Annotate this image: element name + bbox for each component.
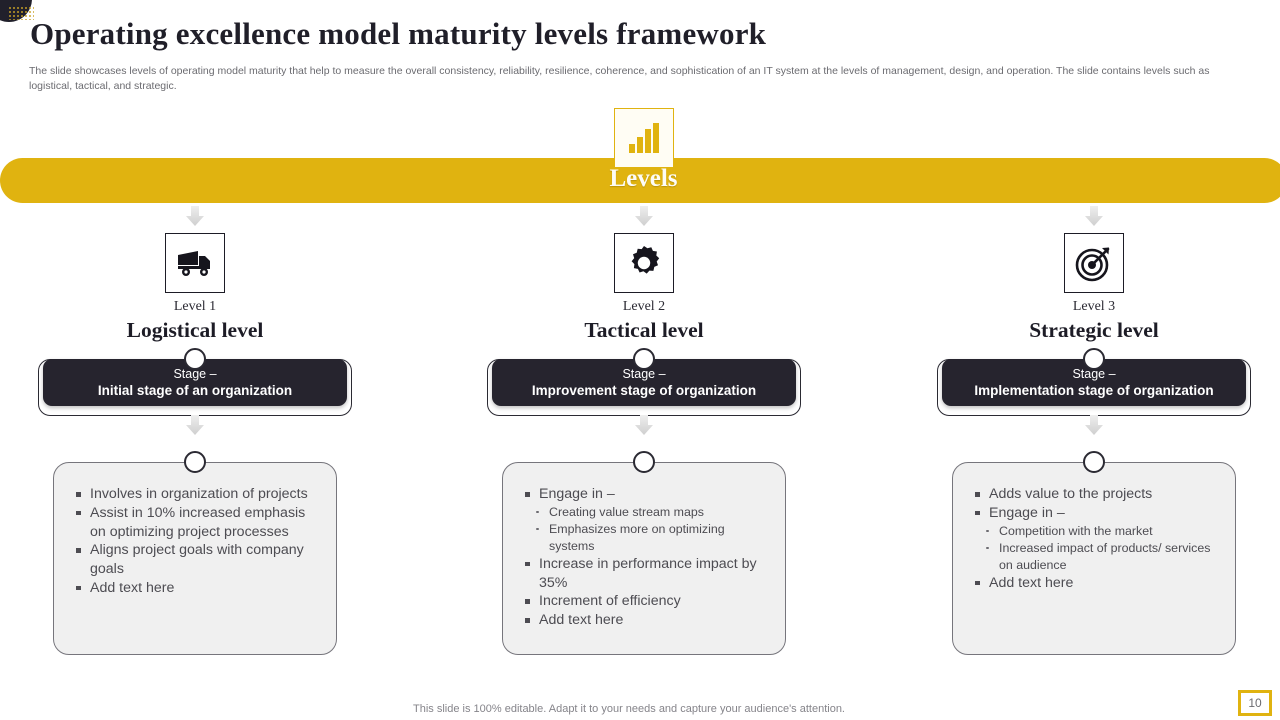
bullet-item: Add text here <box>975 574 1221 593</box>
bullet-item: Aligns project goals with company goals <box>76 541 322 579</box>
stage-value: Initial stage of an organization <box>97 382 293 398</box>
bullets-connector-knob <box>1083 451 1105 473</box>
stage-connector-knob <box>184 348 206 370</box>
truck-icon <box>165 233 225 293</box>
bullet-item: Add text here <box>525 611 771 630</box>
footer-note: This slide is 100% editable. Adapt it to… <box>413 703 845 715</box>
bullet-item: Involves in organization of projects <box>76 485 322 504</box>
stage-label: Stage – <box>622 366 666 381</box>
bullets-connector-knob <box>633 451 655 473</box>
corner-blob-shape <box>0 0 32 22</box>
down-arrow-icon <box>1083 205 1105 227</box>
level-number-label: Level 2 <box>622 299 666 314</box>
sub-bullet-item: Increased impact of products/ services o… <box>985 540 1221 574</box>
sub-bullet-item: Competition with the market <box>985 523 1221 540</box>
level-number-label: Level 1 <box>173 299 217 314</box>
sub-bullet-item: Emphasizes more on optimizing systems <box>535 521 771 555</box>
stage-card[interactable]: Stage –Initial stage of an organization <box>38 348 352 416</box>
bullet-item: Increase in performance impact by 35% <box>525 555 771 593</box>
page-title: Operating excellence model maturity leve… <box>30 16 767 51</box>
stage-card[interactable]: Stage –Improvement stage of organization <box>487 348 801 416</box>
page-subtitle: The slide showcases levels of operating … <box>29 65 1210 92</box>
sub-bullet-item: Creating value stream maps <box>535 504 771 521</box>
page-number-badge: 10 <box>1238 690 1272 716</box>
bar-chart-icon <box>614 108 674 168</box>
down-arrow-icon <box>633 205 655 227</box>
stage-label: Stage – <box>173 366 217 381</box>
stage-value: Improvement stage of organization <box>531 382 757 398</box>
stage-value: Implementation stage of organization <box>974 382 1214 398</box>
stage-label: Stage – <box>1072 366 1116 381</box>
target-icon <box>1064 233 1124 293</box>
stage-connector-knob <box>1083 348 1105 370</box>
down-arrow-icon <box>184 414 206 436</box>
gear-icon <box>614 233 674 293</box>
down-arrow-icon <box>633 414 655 436</box>
down-arrow-icon <box>184 205 206 227</box>
bullet-item: Adds value to the projects <box>975 485 1221 504</box>
bullet-item: Engage in – <box>525 485 771 504</box>
level-name-heading: Strategic level <box>1029 318 1159 342</box>
bar-chart-bars <box>629 123 659 153</box>
level-number-label: Level 3 <box>1072 299 1116 314</box>
bullets-connector-knob <box>184 451 206 473</box>
level-name-heading: Tactical level <box>584 318 704 342</box>
stage-connector-knob <box>633 348 655 370</box>
bullet-item: Engage in – <box>975 504 1221 523</box>
bullet-item: Add text here <box>76 579 322 598</box>
down-arrow-icon <box>1083 414 1105 436</box>
bullet-item: Assist in 10% increased emphasis on opti… <box>76 504 322 542</box>
stage-card[interactable]: Stage –Implementation stage of organizat… <box>937 348 1251 416</box>
levels-banner-label: Levels <box>609 165 678 192</box>
bullet-item: Increment of efficiency <box>525 592 771 611</box>
level-name-heading: Logistical level <box>126 318 264 342</box>
